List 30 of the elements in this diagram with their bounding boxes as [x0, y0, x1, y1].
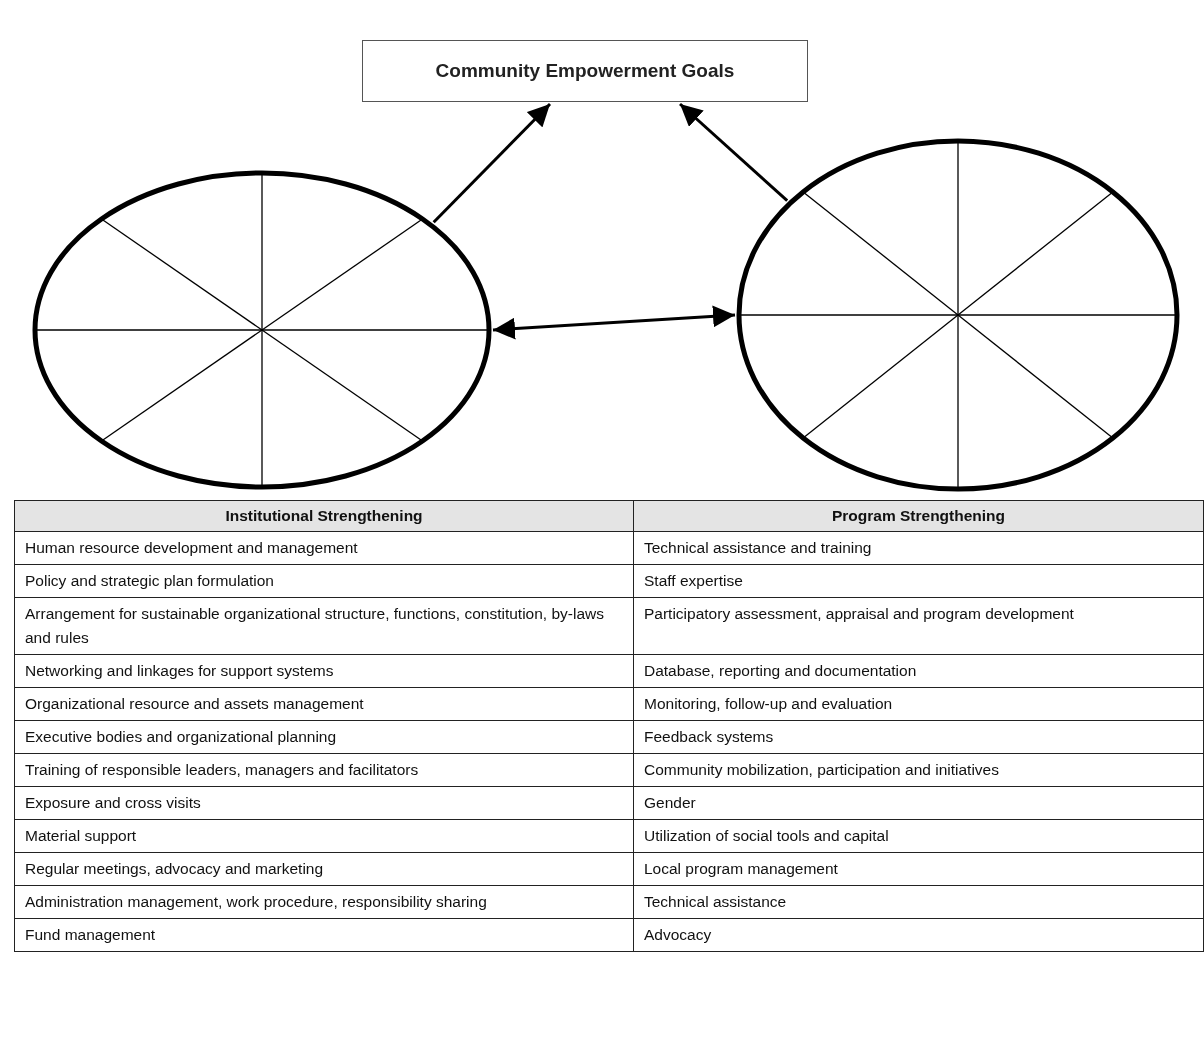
table-entry: Training of responsible leaders, managers and facilitators: [14, 753, 634, 787]
table-entry: Monitoring, follow-up and evaluation: [633, 687, 1204, 721]
table-entry: Utilization of social tools and capital: [633, 819, 1204, 853]
table-entry: Fund management: [14, 918, 634, 952]
table-entry: Feedback systems: [633, 720, 1204, 754]
table-entry: Human resource development and management: [14, 531, 634, 565]
arrow: [679, 102, 789, 202]
table-entry: Staff expertise: [633, 564, 1204, 598]
table-entry: Database, reporting and documentation: [633, 654, 1204, 688]
table-entry: Technical assistance and training: [633, 531, 1204, 565]
table-entry: Community mobilization, participation and initiatives: [633, 753, 1204, 787]
table-entry: Gender: [633, 786, 1204, 820]
column-header: Program Strengthening: [633, 500, 1204, 532]
arrow: [432, 102, 552, 224]
table-entry: Technical assistance: [633, 885, 1204, 919]
table-entry: Networking and linkages for support systems: [14, 654, 634, 688]
column-header: Institutional Strengthening: [14, 500, 634, 532]
table-entry: Regular meetings, advocacy and marketing: [14, 852, 634, 886]
table-entry: Arrangement for sustainable organizational structure, functions, constitution, by-laws and rules: [14, 597, 634, 655]
table-entry: Administration management, work procedure, responsibility sharing: [14, 885, 634, 919]
table-entry: Executive bodies and organizational planning: [14, 720, 634, 754]
table-entry: Material support: [14, 819, 634, 853]
table-entry: Policy and strategic plan formulation: [14, 564, 634, 598]
table-entry: Participatory assessment, appraisal and program development: [633, 597, 1204, 655]
table-entry: Advocacy: [633, 918, 1204, 952]
arrow: [492, 305, 736, 340]
table-entry: Organizational resource and assets management: [14, 687, 634, 721]
goal-box: Community Empowerment Goals: [362, 40, 808, 102]
table-entry: Exposure and cross visits: [14, 786, 634, 820]
table-entry: Local program management: [633, 852, 1204, 886]
